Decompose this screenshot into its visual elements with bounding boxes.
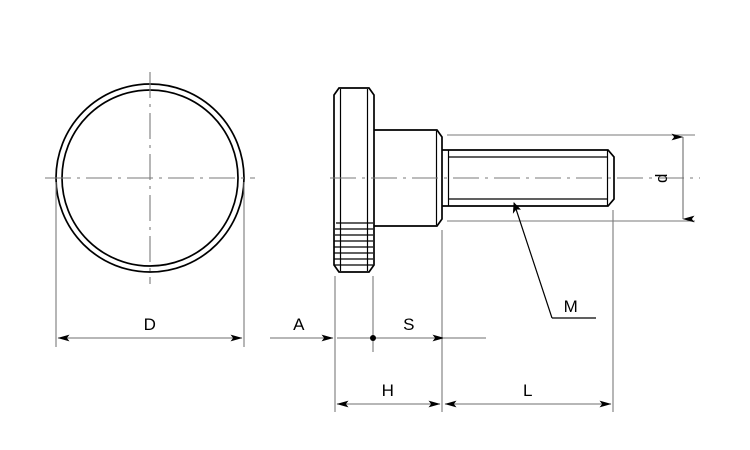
knurl-hatching — [334, 222, 373, 266]
side-view-screw-profile — [330, 87, 700, 273]
dimension-H: H — [336, 381, 441, 408]
dimension-A: A — [270, 315, 334, 342]
dim-label-S: S — [403, 315, 415, 334]
thread-major-outline — [442, 149, 615, 207]
dimension-L: L — [444, 381, 612, 408]
dim-label-M: M — [564, 297, 579, 316]
dim-label-H: H — [382, 381, 395, 400]
dimension-D: D — [57, 315, 243, 342]
dim-origin-dot-S — [370, 335, 376, 341]
dim-label-D: D — [144, 315, 157, 334]
knurled-head-body — [333, 87, 375, 273]
dimension-S: S — [337, 315, 486, 342]
front-view-circular-head — [45, 72, 255, 284]
extension-lines — [55, 134, 695, 412]
dim-label-L: L — [523, 381, 533, 400]
leader-line-M — [512, 202, 553, 319]
shoulder-body — [374, 129, 443, 227]
dimension-d: d — [652, 133, 695, 223]
dim-label-d: d — [652, 173, 671, 183]
dimension-M: M — [512, 202, 596, 319]
dim-label-A: A — [293, 315, 305, 334]
